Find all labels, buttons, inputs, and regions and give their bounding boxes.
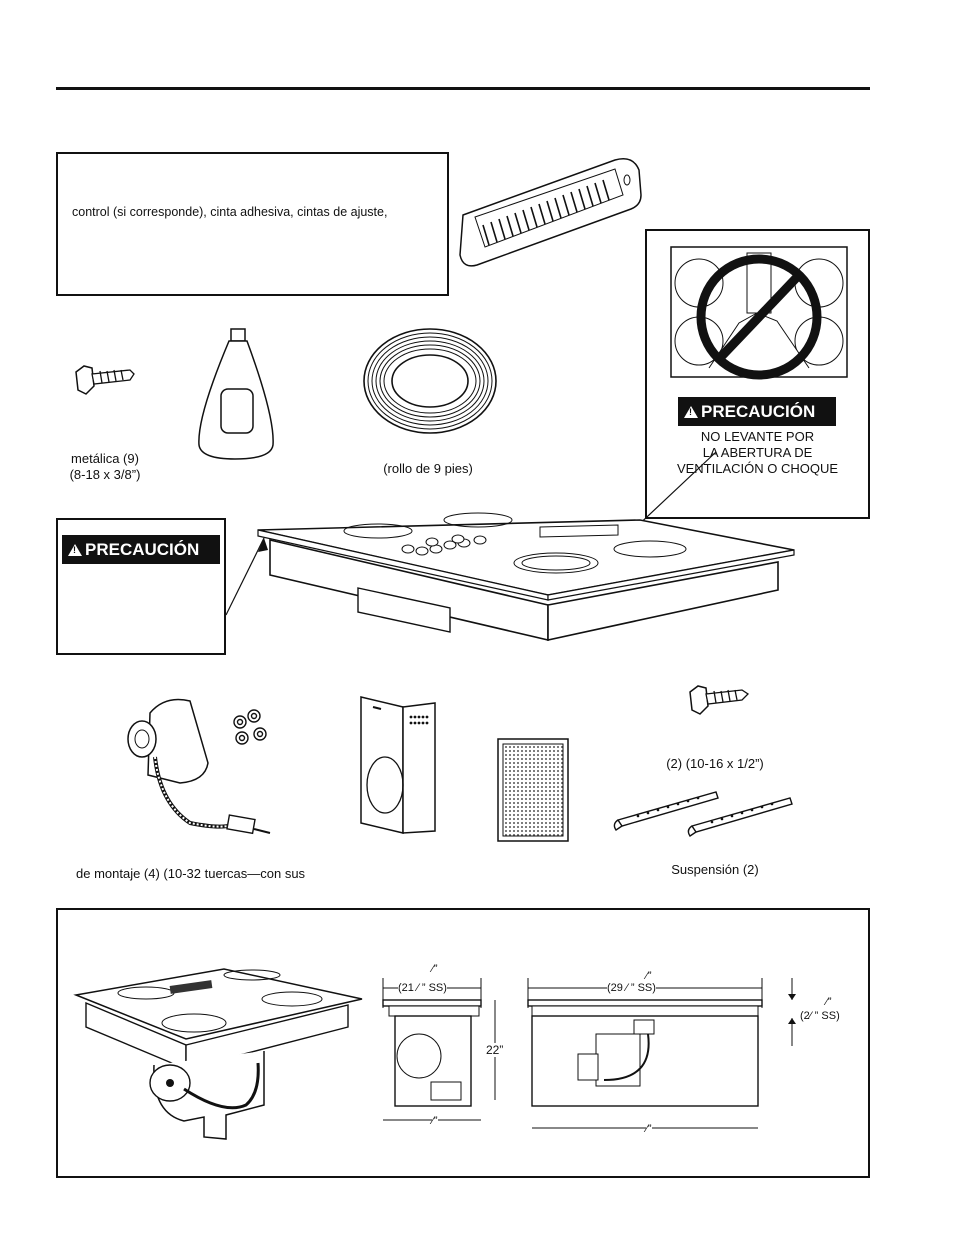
screw-top-label-2: (8-18 x 3/8”) bbox=[69, 467, 141, 482]
side-width-label: (21 ⁄ ” SS) bbox=[398, 982, 447, 994]
caution-right-line-2: LA ABERTURA DE bbox=[702, 445, 813, 460]
tape-roll-label: (rollo de 9 pies) bbox=[383, 461, 473, 476]
blower-nuts-label: de montaje (4) (10-32 tuercas—con sus bbox=[76, 866, 306, 881]
dimensions-box bbox=[56, 908, 870, 1178]
caution-right-line-1: NO LEVANTE POR bbox=[700, 429, 815, 444]
side-bottom-label: ⁄” bbox=[432, 1115, 438, 1127]
suspension-label: Suspensión (2) bbox=[671, 862, 759, 877]
grease-filter-illustration bbox=[497, 738, 569, 842]
mounting-nuts-icon bbox=[233, 709, 267, 745]
included-parts-box: control (si corresponde), cinta adhesiva… bbox=[56, 152, 449, 296]
hex-screw-icon bbox=[689, 685, 750, 715]
cooktop-main-illustration bbox=[225, 451, 795, 642]
included-parts-text: control (si corresponde), cinta adhesiva… bbox=[72, 205, 388, 219]
suspension-brackets-illustration bbox=[613, 791, 793, 837]
screw-right-label: (2) (10-16 x 1/2”) bbox=[666, 756, 764, 771]
sheet-metal-screw-icon bbox=[75, 365, 135, 395]
front-top-mark: ⁄” bbox=[646, 970, 652, 982]
depth-mark: ⁄” bbox=[826, 996, 832, 1008]
cooktop-perspective-illustration bbox=[73, 968, 363, 1140]
side-height-label: 22” bbox=[486, 1043, 504, 1057]
no-lift-illustration bbox=[670, 246, 848, 380]
front-view-dimension-drawing bbox=[527, 978, 763, 1129]
side-top-mark: ⁄” bbox=[432, 963, 438, 975]
warning-triangle-icon bbox=[684, 405, 698, 418]
header-rule bbox=[56, 87, 870, 90]
depth-dimension-marker bbox=[788, 978, 796, 1046]
front-bottom-label: ⁄” bbox=[646, 1123, 652, 1135]
depth-label: (2⁄ ” SS) bbox=[800, 1010, 840, 1022]
foam-tape-roll-icon bbox=[363, 328, 497, 434]
blower-assembly-illustration bbox=[127, 698, 271, 835]
warning-triangle-icon bbox=[68, 543, 82, 556]
caution-right-line-3: VENTILACIÓN O CHOQUE bbox=[676, 461, 839, 476]
screw-top-label-1: metálica (9) bbox=[71, 451, 139, 466]
duct-bracket-illustration bbox=[360, 696, 436, 834]
caution-edge-box: PRECAUCIÓN bbox=[56, 518, 226, 655]
caution-lift-box: PRECAUCIÓN NO LEVANTE POR LA ABERTURA DE… bbox=[645, 229, 870, 519]
vent-grille-illustration bbox=[459, 158, 642, 267]
caution-left-badge: PRECAUCIÓN bbox=[62, 535, 220, 564]
caution-right-badge: PRECAUCIÓN bbox=[678, 397, 836, 426]
front-width-label: (29 ⁄ ” SS) bbox=[607, 982, 656, 994]
adhesive-bottle-icon bbox=[198, 328, 274, 460]
side-view-dimension-drawing bbox=[382, 978, 496, 1121]
